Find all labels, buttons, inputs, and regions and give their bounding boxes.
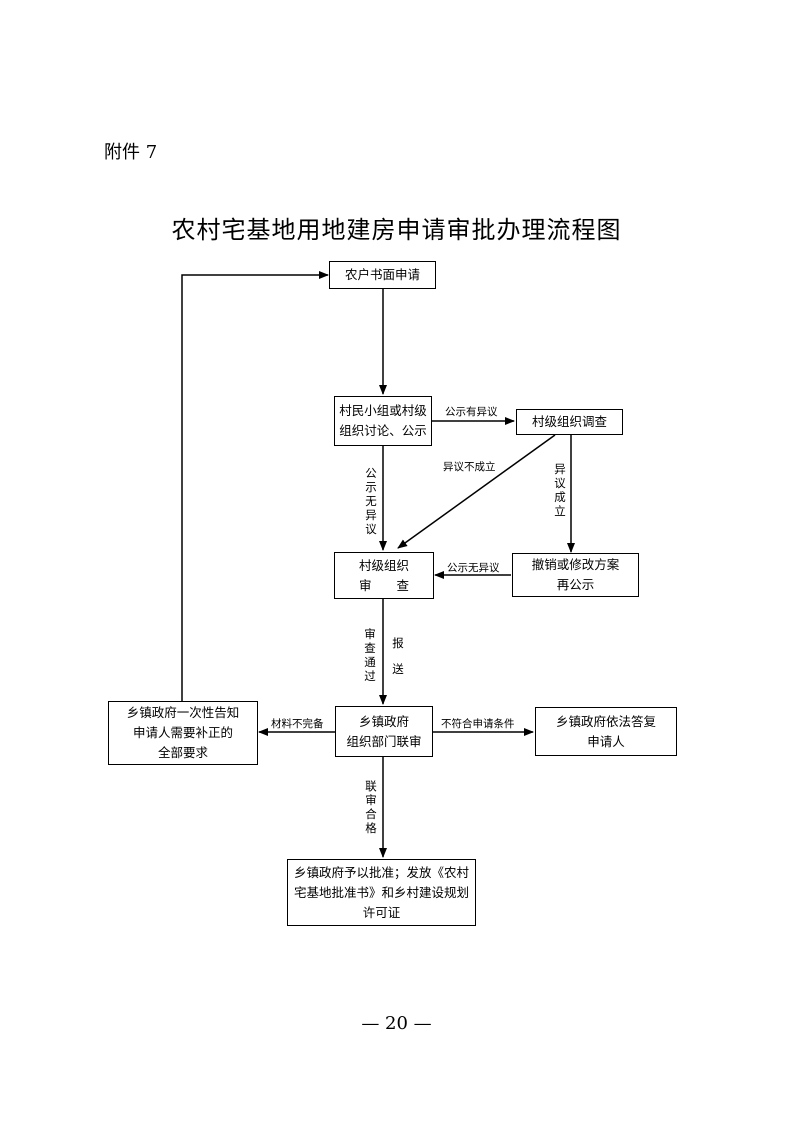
arrow-notify-to-apply	[181, 271, 329, 701]
node-revise: 撤销或修改方案 再公示	[512, 553, 639, 597]
edge-label-incomplete: 材料不完备	[271, 718, 324, 730]
edge-label-not-eligible: 不符合申请条件	[441, 718, 515, 730]
node-notify: 乡镇政府一次性告知 申请人需要补正的 全部要求	[108, 701, 258, 765]
node-approve-line: 乡镇政府予以批准；发放《农村	[293, 864, 469, 880]
node-review: 村级组织 审 查	[334, 552, 434, 599]
node-notify-line: 乡镇政府一次性告知	[126, 705, 240, 720]
node-joint: 乡镇政府 组织部门联审	[335, 706, 433, 757]
attachment-label: 附件 7	[104, 142, 158, 163]
edge-label-joint-passed: 联审合格	[365, 779, 377, 835]
node-review-line: 审 查	[358, 577, 409, 593]
node-revise-line: 再公示	[556, 577, 595, 592]
node-investigate: 村级组织调查	[516, 409, 623, 435]
node-apply: 农户书面申请	[329, 261, 436, 289]
edge-label-review-passed: 审查通过	[364, 627, 376, 683]
edge-label-objection-valid: 异议成立	[554, 462, 566, 518]
node-approve-line: 宅基地批准书》和乡村建设规划	[293, 884, 469, 900]
node-review-line: 村级组织	[358, 557, 409, 573]
node-joint-line: 乡镇政府	[358, 713, 409, 729]
edge-label-report: 报送	[392, 636, 404, 676]
page-number: — 20 —	[361, 1013, 432, 1034]
node-reply-line: 乡镇政府依法答复	[555, 713, 656, 729]
edge-label-objection-invalid: 异议不成立	[443, 461, 496, 473]
node-reply-line: 申请人	[587, 733, 625, 749]
edge-label-no-objection-horizontal: 公示无异议	[447, 562, 500, 574]
page-title: 农村宅基地用地建房申请审批办理流程图	[171, 216, 622, 244]
node-discuss: 村民小组或村级 组织讨论、公示	[334, 396, 432, 446]
node-approve-line: 许可证	[362, 904, 401, 920]
node-notify-line: 全部要求	[157, 745, 208, 760]
node-apply-text: 农户书面申请	[344, 267, 420, 282]
node-discuss-line: 村民小组或村级	[339, 403, 427, 418]
node-investigate-text: 村级组织调查	[531, 414, 607, 429]
node-notify-line: 申请人需要补正的	[132, 725, 233, 740]
edge-label-objection: 公示有异议	[445, 406, 498, 418]
node-revise-line: 撤销或修改方案	[531, 557, 620, 572]
node-reply: 乡镇政府依法答复 申请人	[535, 707, 677, 756]
node-joint-line: 组织部门联审	[346, 733, 422, 749]
node-discuss-line: 组织讨论、公示	[339, 423, 427, 438]
edge-label-no-objection-vertical: 公示无异议	[365, 466, 377, 536]
arrow-investigate-to-review	[397, 434, 556, 549]
node-approve: 乡镇政府予以批准；发放《农村 宅基地批准书》和乡村建设规划 许可证	[287, 859, 476, 926]
